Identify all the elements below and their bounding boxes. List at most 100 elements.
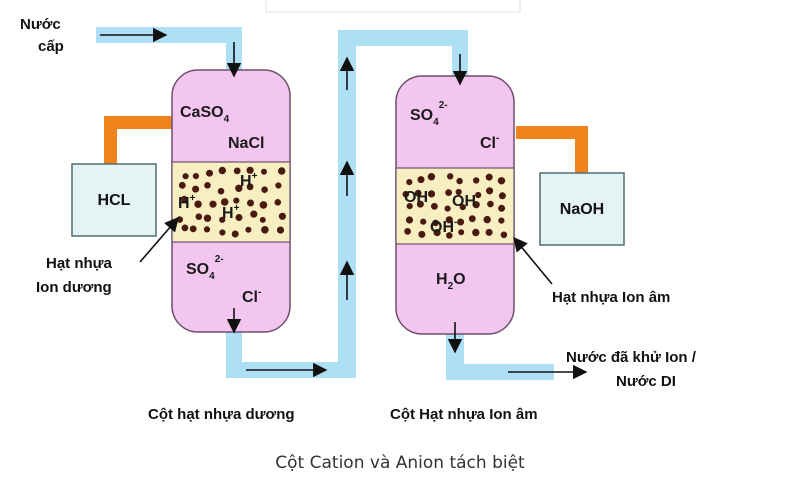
resin-bead xyxy=(472,228,480,237)
resin-bead xyxy=(218,166,226,175)
anion-column-label: Cột Hạt nhựa Ion âm xyxy=(390,406,538,423)
resin-bead xyxy=(457,218,465,226)
hcl-tank-label: HCL xyxy=(98,192,131,209)
resin-bead xyxy=(445,189,452,197)
resin-bead xyxy=(181,224,189,232)
resin-bead xyxy=(456,177,463,185)
resin-bead xyxy=(483,215,491,224)
resin-bead xyxy=(498,204,506,212)
anion-bottom-h2o: H2O xyxy=(436,271,466,292)
resin-bead xyxy=(195,213,203,220)
resin-bead xyxy=(261,226,269,234)
resin-bead xyxy=(472,201,480,209)
resin-bead xyxy=(217,187,225,195)
resin-bead xyxy=(431,202,438,210)
cation-column-label: Cột hạt nhựa dương xyxy=(148,406,295,423)
resin-bead xyxy=(204,182,211,189)
resin-bead xyxy=(402,190,410,198)
hcl-line-horizontal xyxy=(104,116,176,129)
resin-bead xyxy=(259,216,266,223)
diagram-caption: Cột Cation và Anion tách biệt xyxy=(275,453,525,473)
resin-bead xyxy=(406,203,413,210)
cation-resin-ion: H+ xyxy=(222,203,240,222)
naoh-tank: NaOH xyxy=(539,172,625,246)
resin-bead xyxy=(245,226,252,233)
resin-bead xyxy=(247,199,254,207)
resin-bead xyxy=(420,218,427,225)
resin-bead xyxy=(235,214,243,221)
riser-pipe xyxy=(338,30,356,378)
resin-bead xyxy=(275,182,282,189)
resin-bead xyxy=(189,225,197,233)
resin-bead xyxy=(455,188,462,196)
resin-bead xyxy=(406,179,413,186)
resin-bead xyxy=(206,169,213,177)
resin-bead xyxy=(278,212,286,220)
naoh-tank-label: NaOH xyxy=(560,201,604,218)
resin-bead xyxy=(209,200,217,208)
resin-bead xyxy=(235,184,243,192)
cation-resin-label: Hạt nhựa Ion dương xyxy=(36,255,116,296)
resin-bead xyxy=(404,228,411,235)
resin-bead xyxy=(219,216,226,223)
cation-top-caso4: CaSO4 xyxy=(180,104,230,125)
cation-resin-beads xyxy=(176,166,286,238)
naoh-line-horizontal xyxy=(516,126,588,139)
resin-bead xyxy=(473,177,480,184)
resin-bead xyxy=(487,200,494,208)
resin-bead xyxy=(246,166,254,174)
resin-bead xyxy=(500,231,508,239)
anion-resin-beads xyxy=(402,173,508,239)
resin-bead xyxy=(219,229,226,236)
top-connector-pipe xyxy=(338,30,468,46)
resin-bead xyxy=(427,190,436,198)
resin-bead xyxy=(486,187,494,195)
cation-resin-ion: H+ xyxy=(240,171,258,190)
cation-bottom-so4: SO42- xyxy=(186,254,224,282)
anion-resin-label: Hạt nhựa Ion âm xyxy=(552,289,670,306)
chemical-lines xyxy=(104,116,588,178)
resin-bead xyxy=(178,181,186,189)
anion-top-so4: SO42- xyxy=(410,100,448,128)
resin-bead xyxy=(203,226,211,233)
resin-bead xyxy=(432,219,439,227)
anion-resin-ion: OH- xyxy=(430,217,457,236)
resin-bead xyxy=(220,198,229,206)
anion-column: SO42-Cl-OH-OH-OH-H2O xyxy=(395,75,515,335)
resin-bead xyxy=(261,186,268,193)
resin-bead xyxy=(405,216,414,224)
resin-bead xyxy=(485,173,493,181)
resin-bead xyxy=(433,229,441,237)
resin-bead xyxy=(259,201,268,209)
naoh-line-vertical xyxy=(575,126,588,176)
resin-bead xyxy=(498,192,506,200)
resin-bead xyxy=(468,215,476,223)
resin-bead xyxy=(458,229,465,236)
resin-bead xyxy=(416,200,424,208)
pointer-cation-resin xyxy=(139,216,179,263)
resin-bead xyxy=(192,185,200,193)
resin-bead xyxy=(459,204,466,211)
anion-resin-ion: OH- xyxy=(404,187,431,206)
resin-bead xyxy=(418,230,426,238)
resin-bead xyxy=(445,216,453,224)
resin-bead xyxy=(250,210,258,218)
resin-bead xyxy=(182,173,189,180)
resin-bead xyxy=(261,168,267,175)
resin-bead xyxy=(485,228,493,236)
resin-bead xyxy=(447,173,454,180)
resin-bead xyxy=(276,226,285,234)
resin-bead xyxy=(497,177,506,185)
outlet-label: Nước đã khử Ion / Nước DI xyxy=(566,349,700,390)
resin-bead xyxy=(427,173,436,181)
resin-bead xyxy=(475,191,482,199)
anion-resin-bed xyxy=(395,167,515,245)
resin-bead xyxy=(278,167,286,175)
resin-bead xyxy=(498,217,505,224)
resin-bead xyxy=(246,183,254,191)
hcl-tank: HCL xyxy=(71,163,157,237)
resin-bead xyxy=(417,176,425,184)
resin-bead xyxy=(446,232,453,239)
top-frame xyxy=(265,0,521,13)
